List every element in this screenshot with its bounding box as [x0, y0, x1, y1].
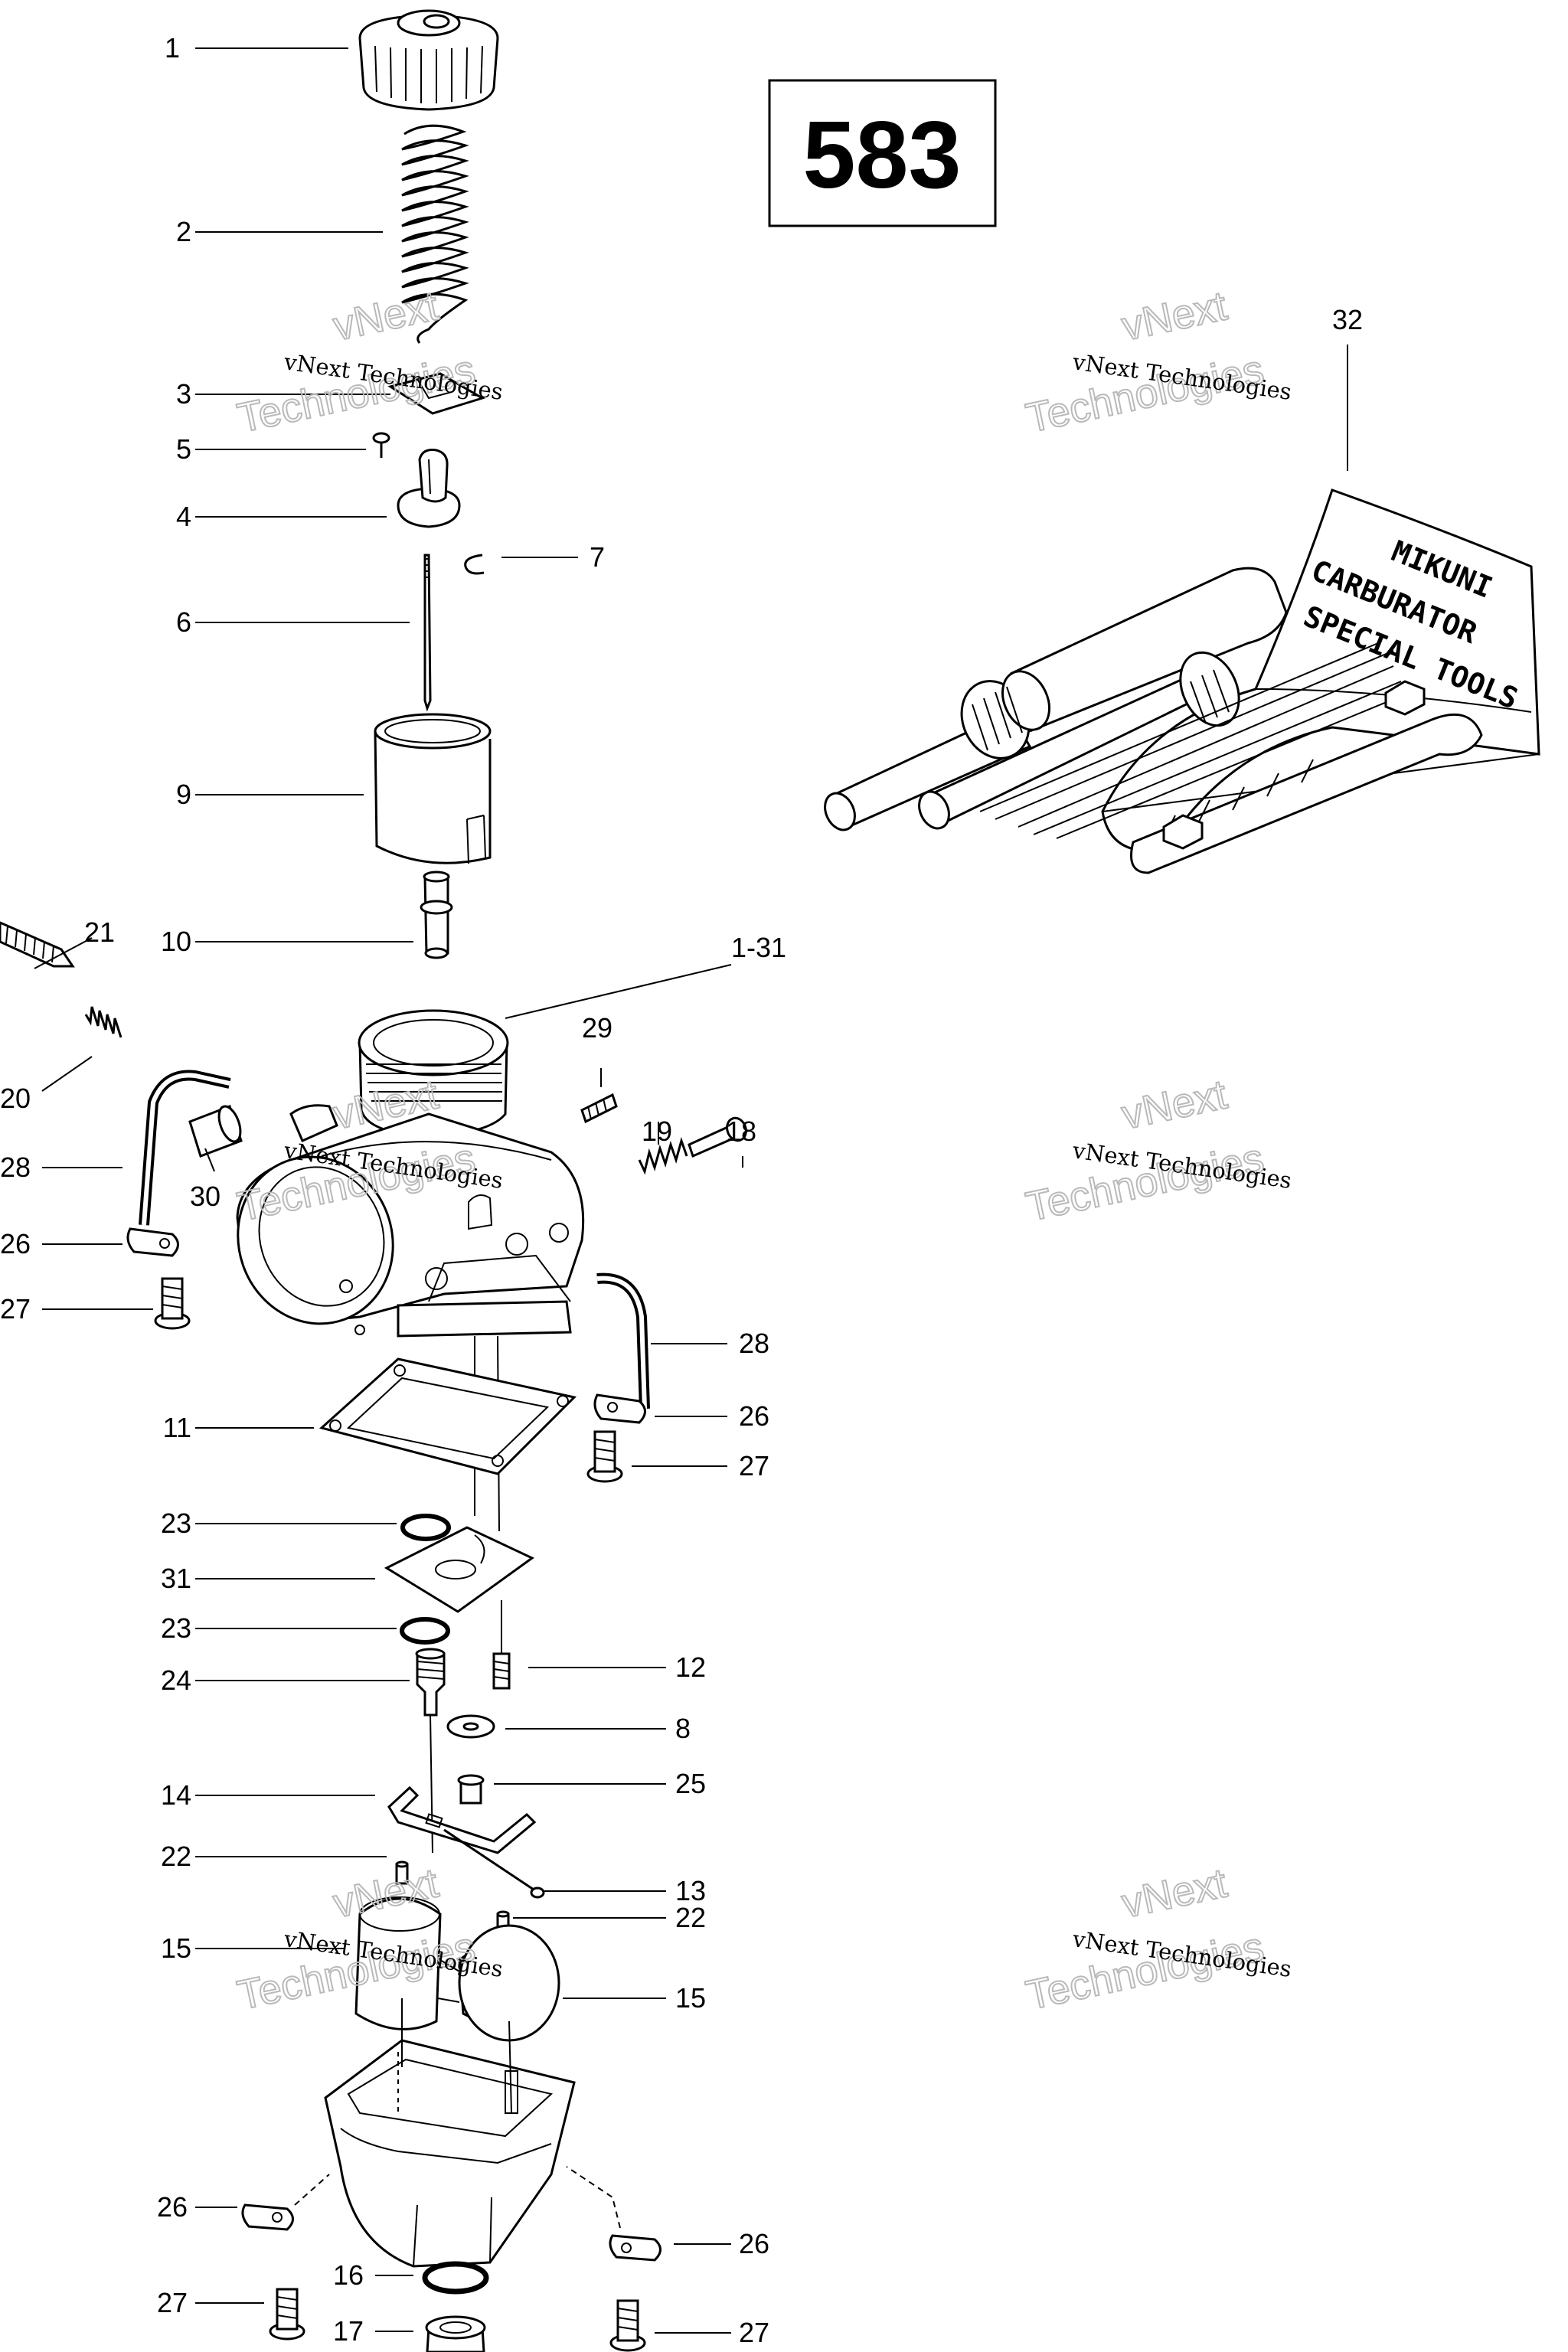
part-needle-jet — [420, 871, 453, 959]
part-hose-right — [596, 1272, 650, 1410]
part-drain-o-ring — [422, 2261, 489, 2295]
part-clamp-left — [126, 1227, 179, 1257]
callout-5: 5 — [176, 433, 191, 465]
callout-9: 9 — [176, 779, 191, 810]
part-hose-left — [139, 1070, 231, 1226]
callout-20: 20 — [0, 1083, 31, 1114]
part-plate — [387, 372, 485, 415]
part-top-cap — [358, 9, 499, 111]
part-pilot-screw — [580, 1093, 618, 1124]
reference-number: 583 — [803, 103, 962, 208]
callout-23-lower: 23 — [161, 1612, 191, 1644]
callout-22-right: 22 — [675, 1902, 706, 1933]
part-screw-left — [154, 1277, 191, 1330]
callout-27-bottom-right: 27 — [739, 2317, 769, 2348]
part-small-screw — [372, 432, 390, 458]
callout-1: 1 — [165, 32, 180, 64]
watermark-vnext: vNext — [1118, 283, 1231, 349]
part-carburetor-body — [236, 1009, 585, 1532]
callout-31: 31 — [161, 1563, 191, 1594]
callout-29: 29 — [582, 1012, 612, 1044]
part-drain-plug — [425, 2315, 486, 2352]
watermark-top-right: vNext Technologies vNext Technologies — [1021, 282, 1293, 442]
part-main-jet — [457, 1774, 485, 1805]
callout-4: 4 — [176, 501, 191, 532]
callout-21: 21 — [84, 916, 115, 948]
part-float-bowl — [324, 1998, 576, 2268]
callout-15-right: 15 — [675, 1982, 706, 2014]
part-clamp-right — [593, 1393, 646, 1424]
callout-8: 8 — [675, 1713, 691, 1744]
callout-17: 17 — [333, 2315, 364, 2347]
callout-10: 10 — [161, 926, 191, 957]
part-idle-screw — [688, 1116, 747, 1158]
watermark-middle-right: vNext Technologies vNext Technologies — [1021, 1070, 1293, 1230]
leader-lines — [34, 47, 1348, 2334]
callout-23-upper: 23 — [161, 1508, 191, 1539]
callout-26-left: 26 — [0, 1228, 31, 1259]
part-o-ring-lower — [400, 1617, 450, 1645]
reference-box: 583 — [768, 79, 997, 227]
callout-26-bottom-left: 26 — [157, 2191, 188, 2223]
watermark-top-left: vNext Technologies vNext Technologies — [233, 282, 505, 442]
part-throttle-slide — [374, 713, 492, 864]
watermark-vnext: vNext — [1118, 1071, 1231, 1138]
callout-15-left: 15 — [161, 1932, 191, 1964]
part-spring — [401, 124, 469, 344]
part-clamps-bottom — [241, 2166, 662, 2262]
part-washer — [446, 1714, 495, 1739]
part-baffle-plate — [384, 1526, 534, 1613]
callout-6: 6 — [176, 606, 191, 638]
part-screws-bottom — [269, 2288, 646, 2352]
part-clip — [464, 554, 485, 575]
callout-25: 25 — [675, 1768, 706, 1799]
callout-2: 2 — [176, 216, 191, 247]
callout-labels: 1 2 3 5 4 7 6 9 21 10 1-31 29 20 19 18 2… — [0, 32, 1363, 2348]
part-needle — [423, 554, 432, 712]
callout-22-left: 22 — [161, 1841, 191, 1872]
callout-30: 30 — [190, 1181, 220, 1212]
part-float-arm — [387, 1785, 537, 1854]
part-o-ring-upper — [400, 1514, 451, 1541]
part-floats — [354, 1896, 560, 2042]
callout-14: 14 — [161, 1779, 191, 1811]
callout-28-left: 28 — [0, 1152, 31, 1183]
watermark-vnext: vNext — [329, 283, 443, 349]
watermark-vnext: vNext — [1118, 1860, 1231, 1926]
callout-27-left: 27 — [0, 1293, 31, 1325]
watermark-bottom-right: vNext Technologies vNext Technologies — [1021, 1859, 1293, 2019]
callout-27-right: 27 — [739, 1450, 769, 1481]
callout-24: 24 — [161, 1664, 191, 1696]
callout-13: 13 — [675, 1875, 706, 1906]
part-screw-right — [586, 1430, 623, 1483]
callout-16: 16 — [333, 2259, 364, 2291]
part-air-screw-spring — [84, 1006, 122, 1038]
callout-3: 3 — [176, 378, 191, 410]
part-pilot-jet — [492, 1600, 511, 1690]
callout-27-bottom-left: 27 — [157, 2287, 188, 2318]
part-tool-kit: MIKUNI CARBURATOR SPECIAL TOOLS — [824, 488, 1540, 874]
part-gasket — [318, 1357, 577, 1475]
part-idle-spring — [638, 1137, 688, 1175]
callout-32: 32 — [1332, 304, 1363, 335]
callout-26-bottom-right: 26 — [739, 2228, 769, 2259]
callout-11: 11 — [163, 1412, 191, 1443]
part-sleeve — [188, 1105, 243, 1158]
callout-12: 12 — [675, 1651, 706, 1683]
callout-26-right: 26 — [739, 1400, 769, 1432]
callout-18: 18 — [726, 1116, 756, 1147]
callout-1-31: 1-31 — [731, 932, 786, 963]
parts-drawing: MIKUNI CARBURATOR SPECIAL TOOLS — [0, 9, 1540, 2352]
part-float-pin — [443, 1828, 545, 1899]
callout-7: 7 — [590, 541, 605, 573]
part-air-screw — [0, 921, 75, 968]
callout-28-right: 28 — [739, 1328, 769, 1359]
part-needle-holder — [397, 449, 461, 528]
callout-19: 19 — [642, 1116, 672, 1147]
